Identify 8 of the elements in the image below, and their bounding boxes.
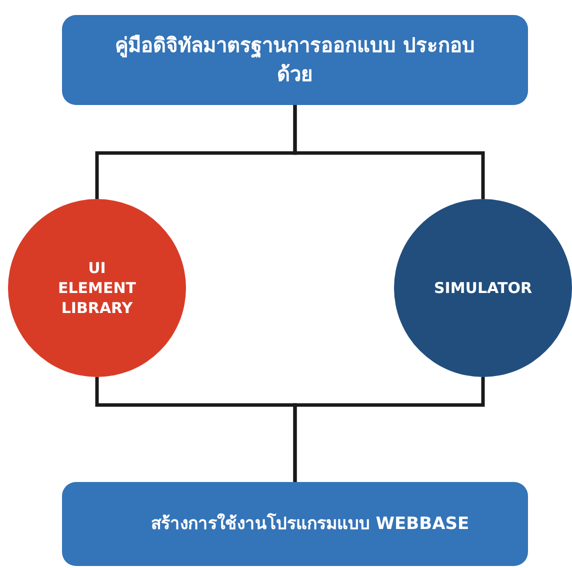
connector-line [293, 377, 485, 482]
connector-line [293, 105, 485, 199]
title-box [62, 15, 528, 105]
box-label: สร้างการใช้งานโปรแกรมแบบ WEBBASE [150, 512, 470, 536]
circle-label: UI ELEMENT LIBRARY [56, 258, 137, 318]
circle-label: SIMULATOR [434, 278, 532, 298]
box-label: คู่มือดิจิทัลมาตรฐานการออกแบบ ประกอบด้วย [115, 32, 475, 88]
result-box [62, 482, 528, 566]
